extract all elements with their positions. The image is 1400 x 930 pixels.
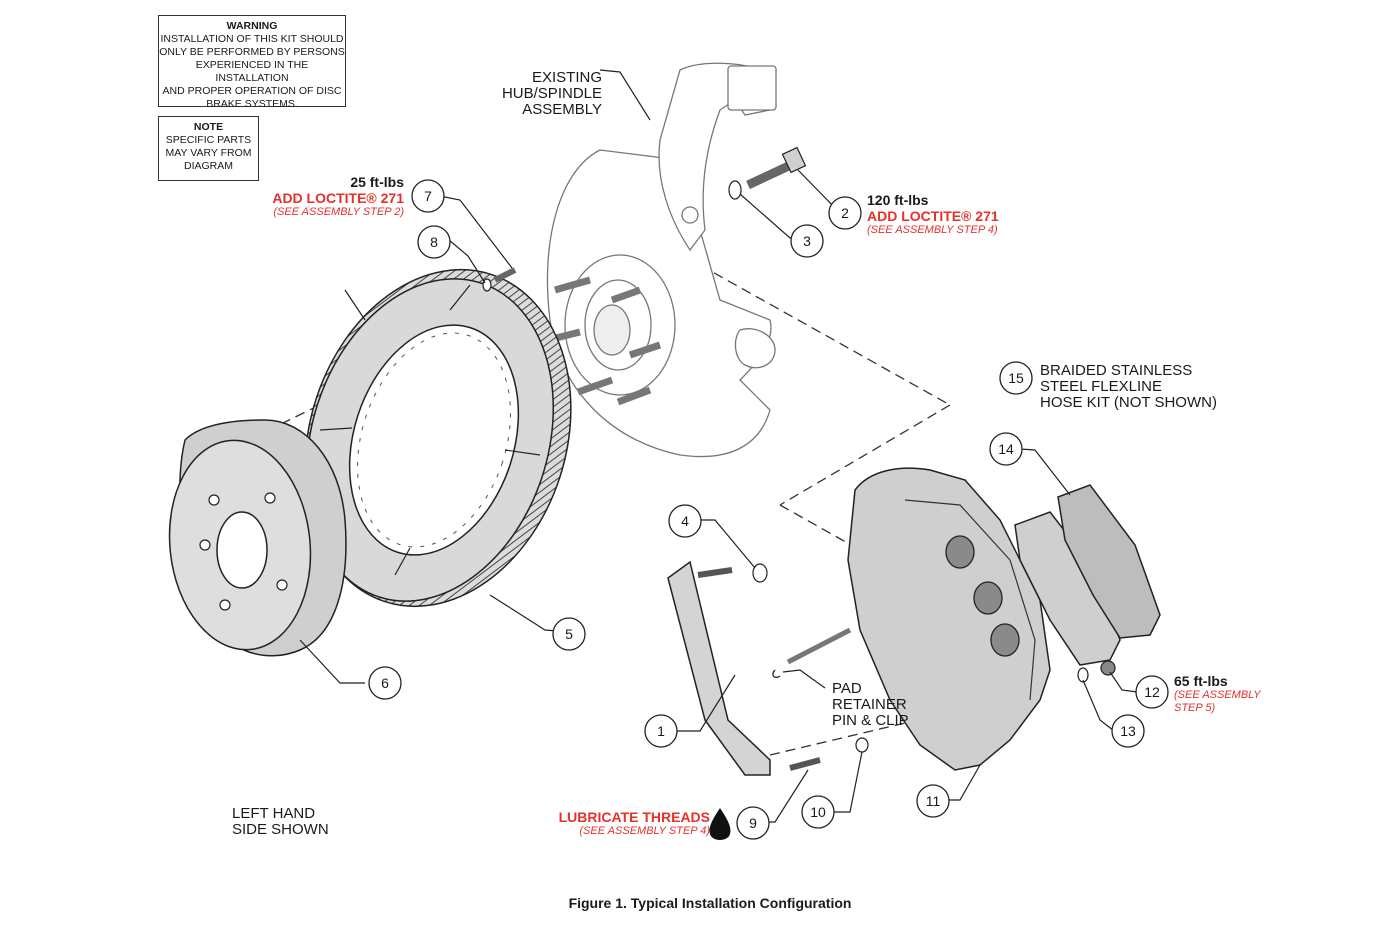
note-title: NOTE: [193, 121, 224, 133]
caliper-bracket: [667, 560, 821, 776]
lubricant-drop-icon: [709, 808, 731, 840]
torque-value: 25 ft-lbs: [350, 174, 404, 190]
pad-retainer-label-line: RETAINER: [832, 696, 907, 713]
svg-text:6: 6: [381, 675, 389, 691]
callout-13: 13: [1111, 714, 1145, 748]
figure-caption: Figure 1. Typical Installation Configura…: [568, 895, 852, 911]
rotor-disc: [304, 268, 572, 608]
warning-line: BRAKE SYSTEMS.: [206, 98, 298, 110]
torque-spec-part-7: 25 ft-lbs ADD LOCTITE® 271 (SEE ASSEMBLY…: [230, 174, 404, 219]
callout-15: 15: [999, 361, 1033, 395]
caliper: [847, 467, 1051, 771]
warning-line: ONLY BE PERFORMED BY PERSONS: [159, 46, 345, 58]
torque-value: 65 ft-lbs: [1174, 673, 1228, 689]
callout-5: 5: [552, 617, 586, 651]
spindle-hub-assembly: [546, 62, 777, 458]
svg-text:5: 5: [565, 626, 573, 642]
warning-box: WARNING INSTALLATION OF THIS KIT SHOULD …: [158, 15, 346, 110]
warning-title: WARNING: [226, 20, 278, 32]
callout-3: 3: [790, 224, 824, 258]
svg-text:12: 12: [1144, 684, 1160, 700]
warning-line: EXPERIENCED IN THE INSTALLATION: [195, 59, 309, 84]
torque-value: 120 ft-lbs: [867, 192, 929, 208]
callout-14: 14: [989, 432, 1023, 466]
note-line: DIAGRAM: [183, 160, 233, 172]
svg-text:13: 13: [1120, 723, 1136, 739]
torque-instruction: ADD LOCTITE® 271: [867, 208, 999, 224]
note-line: SPECIFIC PARTS: [165, 134, 252, 146]
warning-line: INSTALLATION OF THIS KIT SHOULD: [160, 33, 344, 45]
svg-text:7: 7: [424, 188, 432, 204]
callout-9: 9: [736, 806, 770, 840]
callout-11: 11: [916, 784, 950, 818]
torque-instruction: ADD LOCTITE® 271: [272, 190, 404, 206]
callout-4: 4: [668, 504, 702, 538]
flexline-label-line: BRAIDED STAINLESS: [1040, 362, 1193, 379]
flexline-label-line: HOSE KIT (NOT SHOWN): [1040, 394, 1217, 411]
side-label-line: LEFT HAND: [232, 805, 316, 822]
flexline-label: BRAIDED STAINLESS STEEL FLEXLINE HOSE KI…: [1040, 363, 1240, 411]
svg-text:3: 3: [803, 233, 811, 249]
callout-6: 6: [368, 666, 402, 700]
torque-spec-part-12: 65 ft-lbs (SEE ASSEMBLY STEP 5): [1174, 673, 1284, 715]
note-line: MAY VARY FROM: [165, 147, 252, 159]
pad-retainer-pin: [772, 627, 852, 679]
svg-text:1: 1: [657, 723, 665, 739]
callout-7: 7: [411, 179, 445, 213]
hub-spindle-label: EXISTING HUB/SPINDLE ASSEMBLY: [470, 70, 602, 118]
svg-text:14: 14: [998, 441, 1014, 457]
svg-text:2: 2: [841, 205, 849, 221]
flexline-label-line: STEEL FLEXLINE: [1040, 378, 1162, 395]
torque-spec-part-2: 120 ft-lbs ADD LOCTITE® 271 (SEE ASSEMBL…: [867, 192, 1047, 237]
side-label-line: SIDE SHOWN: [232, 821, 329, 838]
warning-line: AND PROPER OPERATION OF DISC: [162, 85, 342, 97]
svg-text:15: 15: [1008, 370, 1024, 386]
lubricate-note: (SEE ASSEMBLY STEP 4): [579, 825, 710, 837]
lubricate-spec-part-9: LUBRICATE THREADS (SEE ASSEMBLY STEP 4): [540, 809, 710, 838]
lubricate-instruction: LUBRICATE THREADS: [558, 809, 710, 825]
rotor-hat: [168, 419, 347, 657]
note-box: NOTE SPECIFIC PARTS MAY VARY FROM DIAGRA…: [158, 116, 259, 181]
callout-2: 2: [828, 196, 862, 230]
brake-pads: [1014, 484, 1161, 666]
callout-1: 1: [644, 714, 678, 748]
callout-circles: 7 8 2 3 15 14 4 5 6 1 9 10 11 12 13: [368, 179, 1169, 840]
callout-8: 8: [417, 225, 451, 259]
torque-note: STEP 5): [1174, 702, 1216, 714]
pad-retainer-label-line: PIN & CLIP: [832, 712, 909, 729]
hardware: [482, 146, 1116, 753]
svg-text:11: 11: [926, 793, 941, 809]
svg-text:8: 8: [430, 234, 438, 250]
hub-label-line: EXISTING: [531, 69, 602, 86]
torque-note: (SEE ASSEMBLY: [1174, 689, 1261, 701]
hub-label-line: HUB/SPINDLE: [501, 85, 602, 102]
torque-note: (SEE ASSEMBLY STEP 4): [867, 224, 998, 236]
hub-label-line: ASSEMBLY: [522, 101, 602, 118]
svg-text:9: 9: [749, 815, 757, 831]
pad-retainer-label: PAD RETAINER PIN & CLIP: [832, 681, 942, 729]
callout-10: 10: [801, 795, 835, 829]
side-shown-label: LEFT HAND SIDE SHOWN: [232, 806, 352, 838]
callout-12: 12: [1135, 675, 1169, 709]
torque-note: (SEE ASSEMBLY STEP 2): [273, 206, 404, 218]
svg-text:4: 4: [681, 513, 689, 529]
pad-retainer-label-line: PAD: [832, 680, 862, 697]
svg-text:10: 10: [810, 804, 826, 820]
